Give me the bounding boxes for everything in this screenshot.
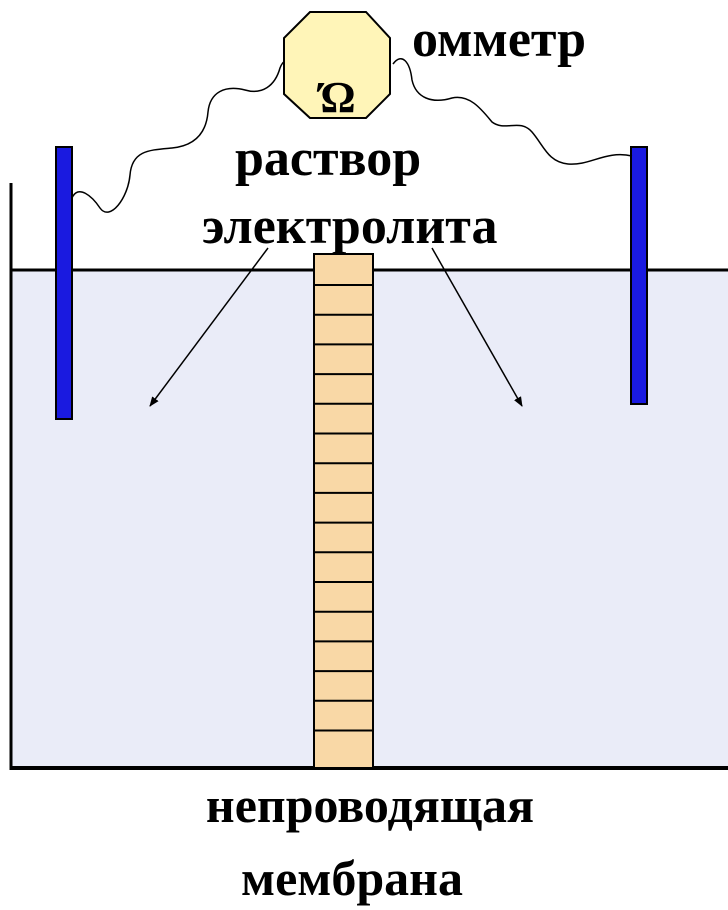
membrane-label-line2: мембрана — [241, 850, 463, 906]
solution-label-line2: электролита — [202, 198, 497, 255]
right-electrode — [630, 146, 648, 405]
left-electrode — [55, 146, 73, 420]
ohmmeter: Ώ — [283, 11, 391, 122]
membrane-label-line1: непроводящая — [206, 777, 534, 833]
membrane-stripes — [314, 284, 373, 732]
arrow-left — [149, 247, 269, 407]
solution-label-line1: раствор — [235, 130, 421, 187]
octagon-ohmmeter-icon — [283, 11, 391, 119]
ohm-symbol: Ώ — [316, 73, 355, 122]
arrow-right — [431, 247, 523, 407]
membrane — [313, 253, 374, 769]
right-wire — [392, 58, 633, 165]
left-wire — [71, 59, 293, 213]
ohmmeter-label: омметр — [412, 11, 586, 68]
